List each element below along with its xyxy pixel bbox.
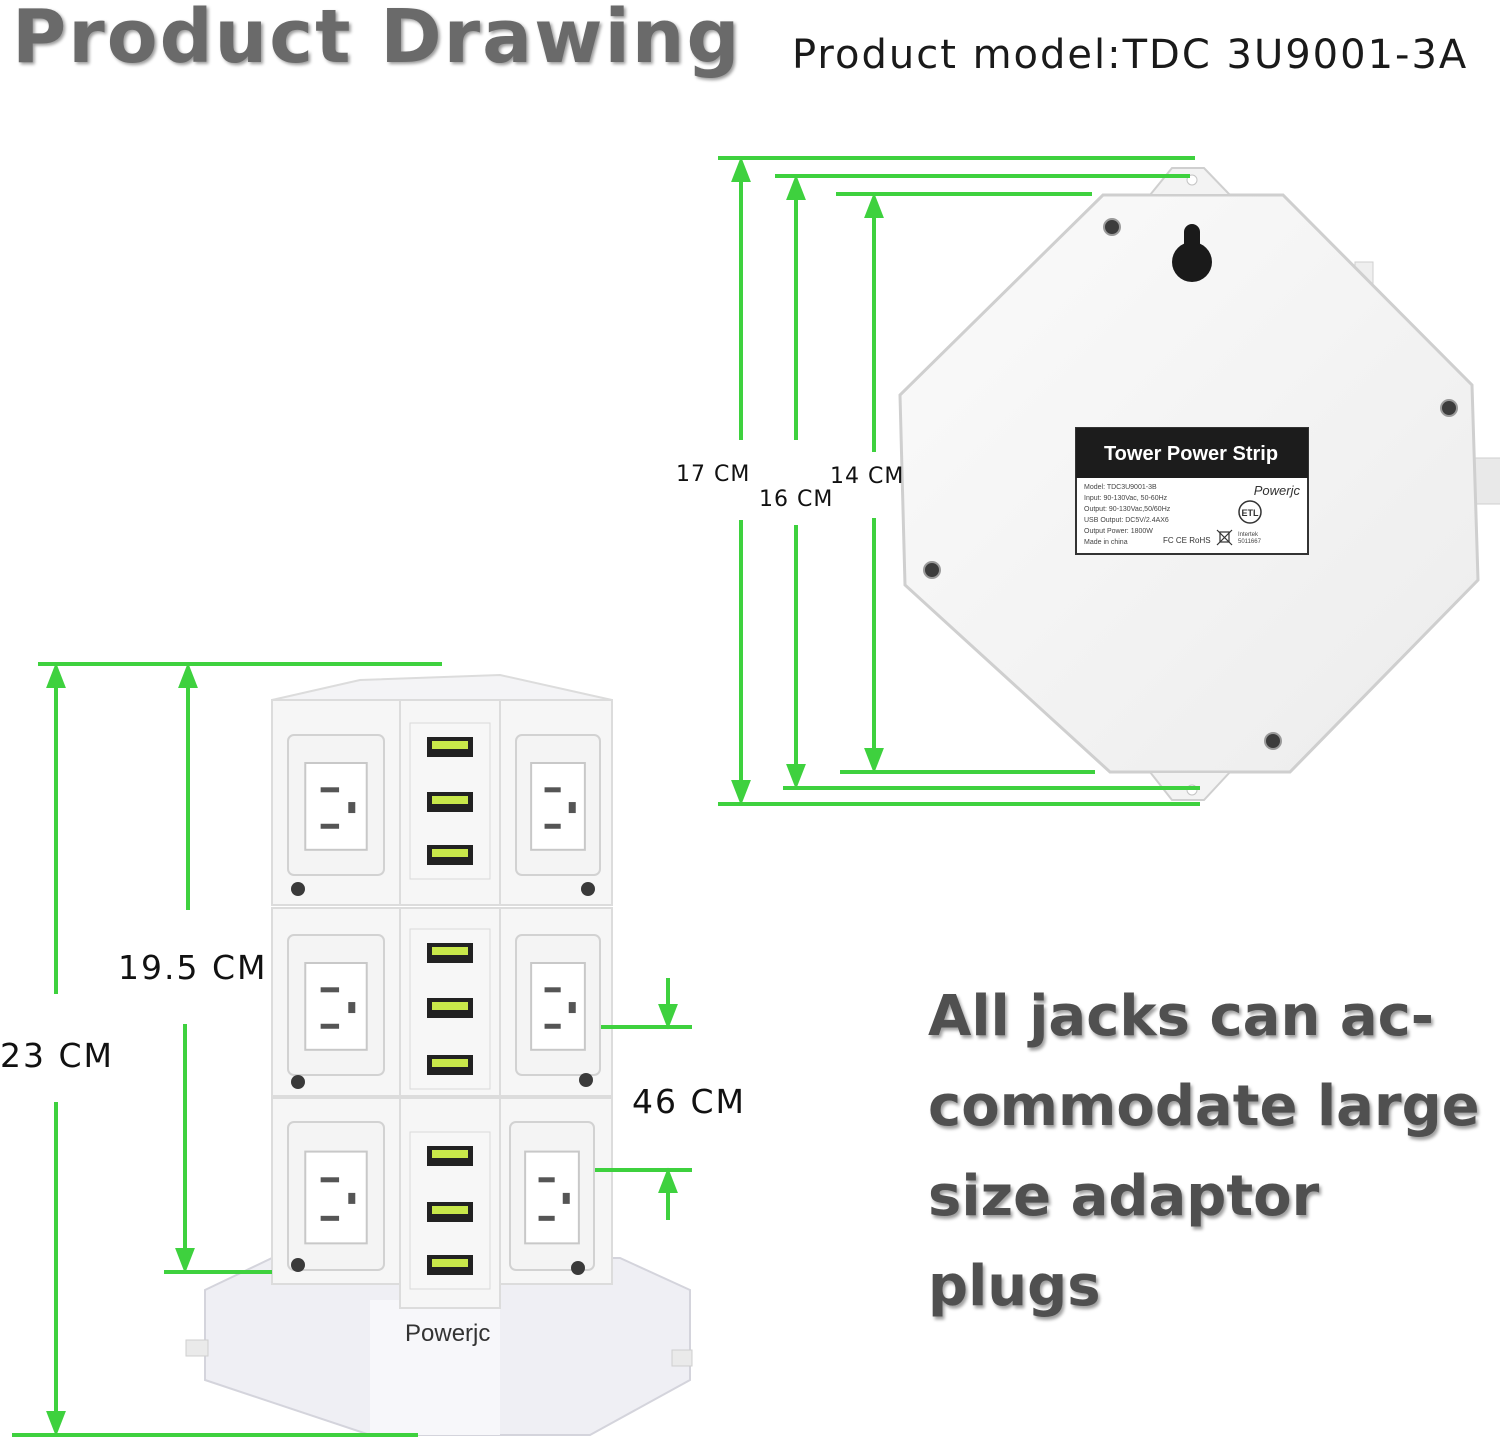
product-model-label: Product model:TDC 3U9001-3A xyxy=(792,32,1469,78)
feature-note-line: commodate large xyxy=(928,1074,1480,1139)
product-label: Tower Power Strip Powerjc Model: TDC3U90… xyxy=(1075,427,1309,555)
keyhole-icon xyxy=(1172,224,1212,282)
label-brand: Powerjc xyxy=(1254,483,1301,498)
ac-outlet-icon xyxy=(304,1150,368,1245)
tower-screw-icon xyxy=(571,1261,585,1275)
page-title: Product Drawing xyxy=(12,0,742,80)
svg-text:Made in china: Made in china xyxy=(1084,539,1128,546)
side-view-dimension-lines xyxy=(12,662,692,1437)
tower-screw-icon xyxy=(291,1258,305,1272)
tower-screw-icon xyxy=(291,1075,305,1089)
ac-outlet-icon xyxy=(304,762,368,851)
tower-base-brand: Powerjc xyxy=(405,1320,491,1347)
dimension-label-23cm: 23 CM xyxy=(0,1036,114,1075)
tower-screw-icon xyxy=(579,1073,593,1087)
svg-text:Intertek: Intertek xyxy=(1238,532,1259,538)
svg-text:Output: 90-130Vac,50/60Hz: Output: 90-130Vac,50/60Hz xyxy=(1084,506,1171,513)
dimension-label-16cm: 16 CM xyxy=(759,487,834,512)
svg-text:Output Power: 1800W: Output Power: 1800W xyxy=(1084,528,1153,535)
tower-screw-icon xyxy=(581,882,595,896)
svg-text:Model: TDC3U9001-3B: Model: TDC3U9001-3B xyxy=(1084,484,1157,491)
ac-outlet-icon xyxy=(530,962,586,1051)
cert-marks: FC CE RoHS xyxy=(1163,536,1211,545)
feature-note: All jacks can ac- commodate large size a… xyxy=(928,972,1488,1332)
dimension-label-17cm: 17 CM xyxy=(676,462,751,487)
tower-screw-icon xyxy=(291,882,305,896)
feature-note-line: All jacks can ac- xyxy=(928,984,1435,1049)
dimension-label-19-5cm: 19.5 CM xyxy=(118,948,268,987)
top-view-dimension-lines xyxy=(718,156,1200,806)
svg-text:Input: 90-130Vac, 50-60Hz: Input: 90-130Vac, 50-60Hz xyxy=(1084,495,1168,502)
recycle-bin-icon xyxy=(1216,529,1233,546)
ac-outlet-icon xyxy=(524,1150,580,1245)
label-title: Tower Power Strip xyxy=(1104,443,1278,465)
screw-icon xyxy=(923,218,1458,750)
feature-note-line: size adaptor plugs xyxy=(928,1164,1320,1319)
dimension-label-14cm: 14 CM xyxy=(830,464,905,489)
ac-outlet-icon xyxy=(304,962,368,1051)
etl-mark-icon: ETL xyxy=(1238,500,1262,524)
svg-text:ETL: ETL xyxy=(1242,508,1260,518)
ac-outlet-icon xyxy=(530,762,586,851)
svg-text:USB Output: DC5V/2.4AX6: USB Output: DC5V/2.4AX6 xyxy=(1084,517,1169,524)
svg-text:5011667: 5011667 xyxy=(1238,539,1262,545)
dimension-label-46cm: 46 CM xyxy=(632,1082,746,1121)
top-view-octagon-device: Tower Power Strip Powerjc Model: TDC3U90… xyxy=(898,167,1500,801)
